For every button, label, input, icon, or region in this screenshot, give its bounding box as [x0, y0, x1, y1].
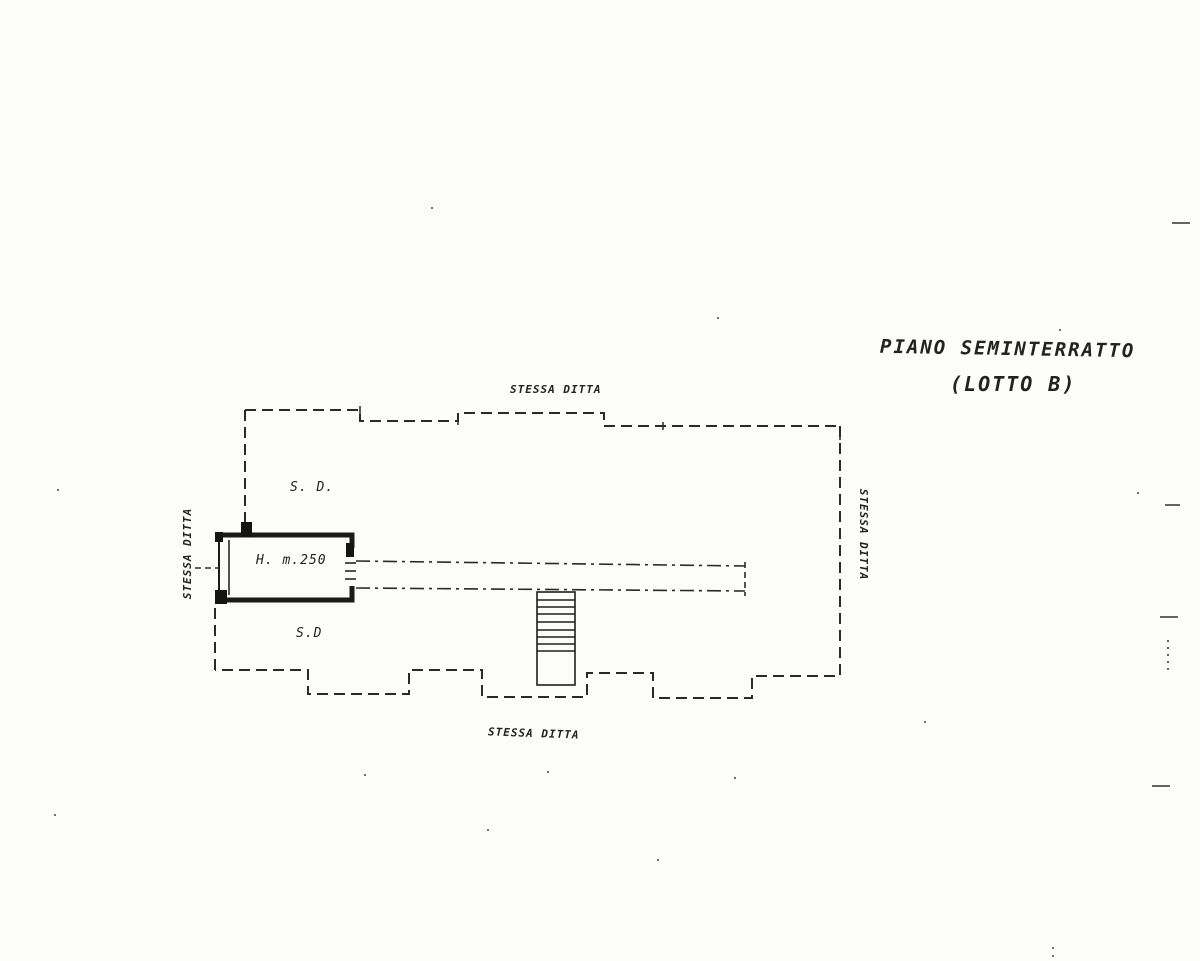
boundary-label-right: STESSA DITTA [857, 488, 871, 581]
margin-marks [1152, 222, 1190, 787]
perimeter-top-boundary [245, 409, 840, 427]
room-height-label: H. m.250 [256, 553, 327, 568]
perimeter-ticks [359, 406, 841, 440]
drawing-subtitle: (LOTTO B) [950, 372, 1077, 396]
boundary-label-left: STESSA DITTA [181, 507, 195, 600]
corridor [195, 560, 746, 596]
area-label-lower: S.D [296, 626, 323, 641]
area-label-upper: S. D. [290, 480, 335, 495]
perimeter-left-boundary [214, 410, 246, 670]
room-cellar [215, 522, 356, 604]
scan-specks [54, 207, 1139, 957]
drawing-title: PIANO SEMINTERRATTO [879, 335, 1136, 363]
boundary-label-top: STESSA DITTA [510, 383, 602, 396]
staircase [536, 591, 576, 686]
perimeter-right-boundary [215, 426, 841, 699]
